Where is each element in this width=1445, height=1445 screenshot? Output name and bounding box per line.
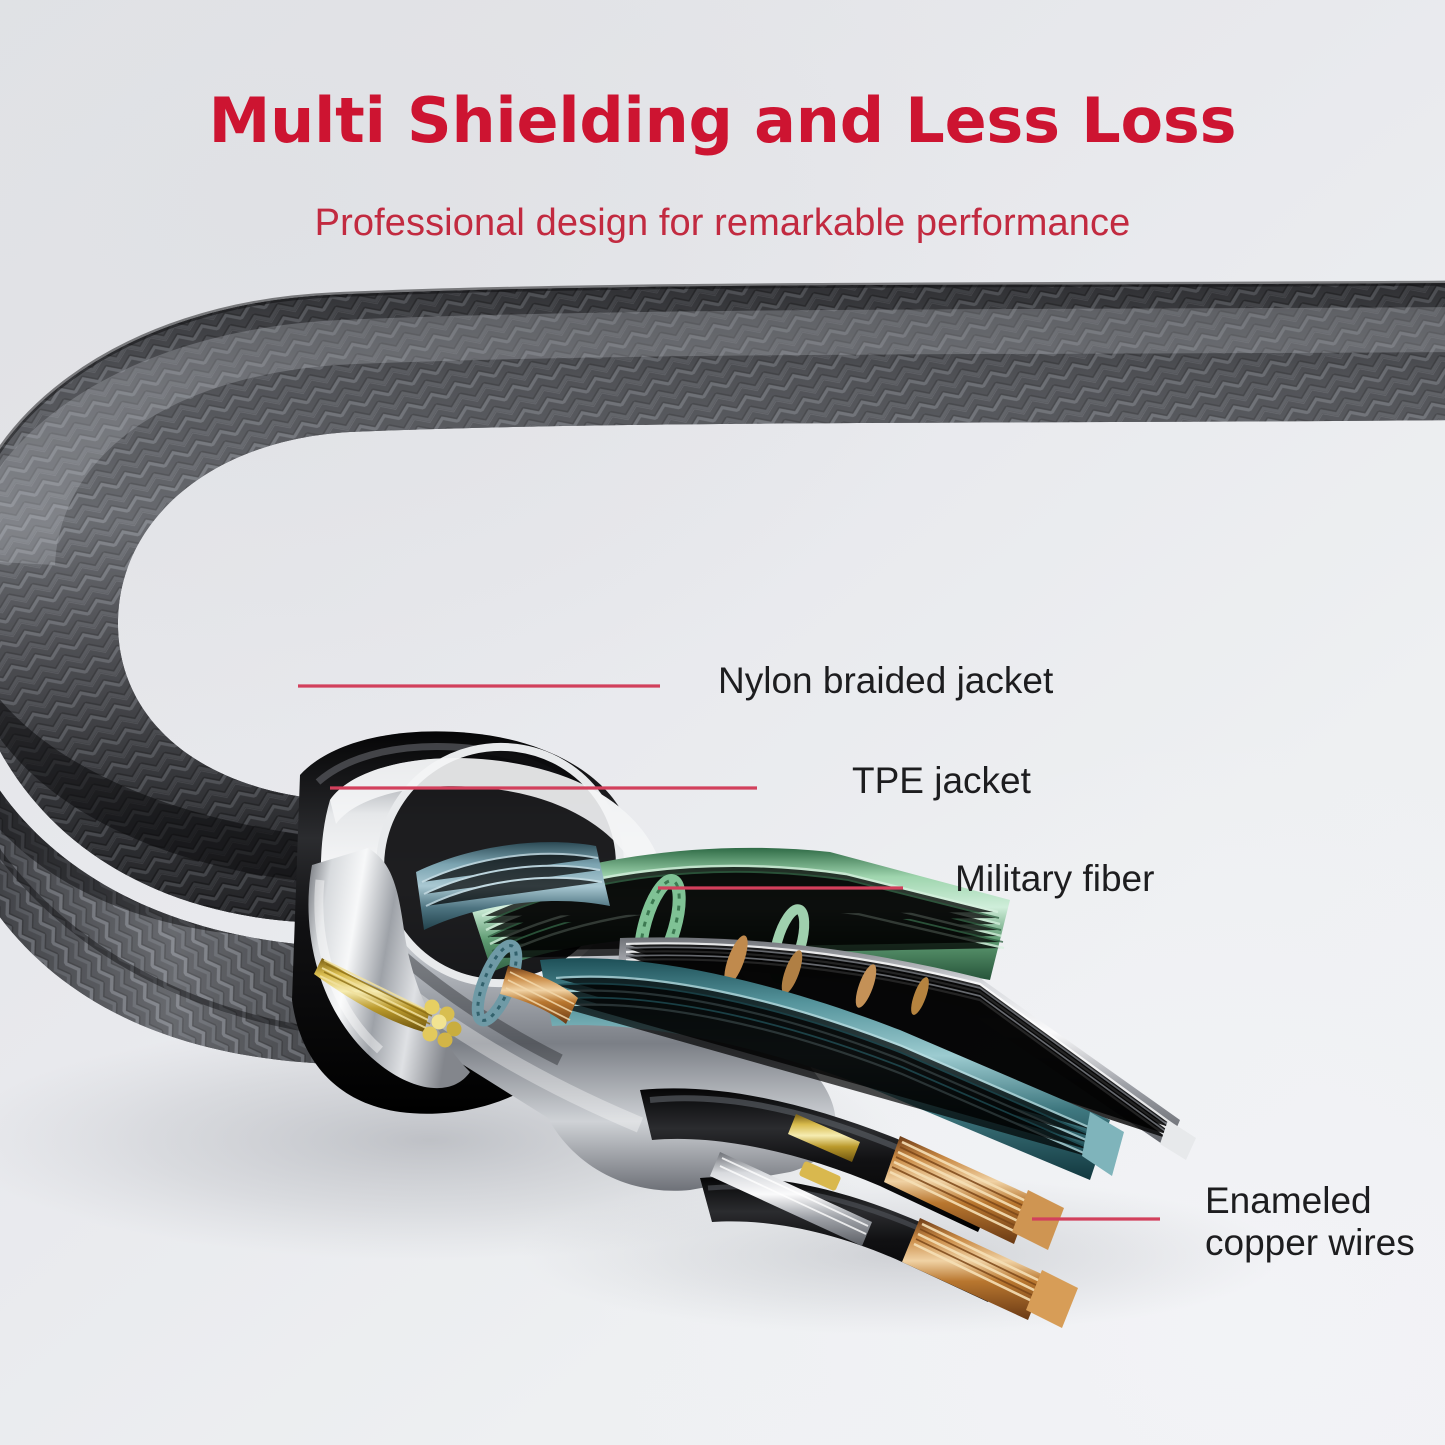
gold-wire-bundle bbox=[314, 958, 462, 1048]
callout-label-tpe: TPE jacket bbox=[852, 760, 1031, 801]
page-title: Multi Shielding and Less Loss bbox=[208, 84, 1237, 157]
page-subtitle: Professional design for remarkable perfo… bbox=[314, 202, 1131, 244]
blue-shield-bundle bbox=[416, 842, 610, 1027]
callout-label-nylon: Nylon braided jacket bbox=[718, 660, 1054, 701]
callout-label-fiber: Military fiber bbox=[955, 858, 1155, 899]
callout-label-copper: Enameled copper wires bbox=[1205, 1180, 1415, 1264]
teal-braid-shield bbox=[540, 958, 1124, 1180]
gold-wire-tip bbox=[788, 1114, 860, 1162]
gold-strand-ends bbox=[422, 999, 462, 1048]
enameled-copper-wires bbox=[710, 1136, 1078, 1328]
